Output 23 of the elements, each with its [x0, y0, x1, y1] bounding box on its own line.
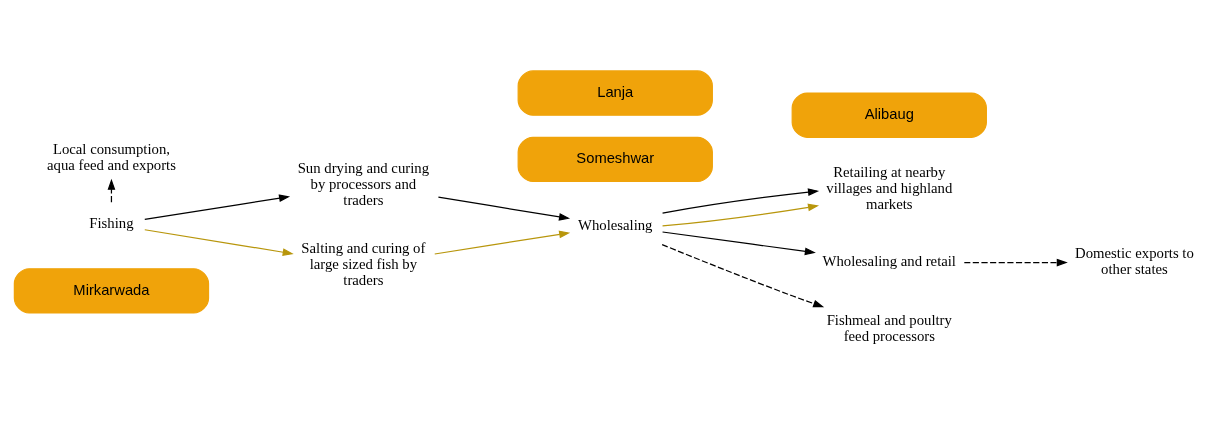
node-text: Retailing at nearby villages and highland markets	[826, 163, 953, 212]
node-text: Domestic exports to other states	[1075, 245, 1194, 278]
node-text: Local consumption, aqua feed and exports	[47, 140, 176, 173]
node-text: Sun drying and curing by processors and traders	[297, 160, 430, 208]
arrow	[661, 203, 820, 227]
node-box: Alibaug	[791, 92, 987, 138]
node-box: Mirkarwada	[13, 268, 210, 314]
node-text: Fishing	[89, 215, 134, 232]
node-box: Someshwar	[517, 136, 713, 183]
node-text: Salting and curing of large sized fish by traders	[301, 239, 426, 288]
node-text: Wholesaling	[578, 216, 653, 233]
arrow	[661, 244, 825, 308]
arrow	[661, 188, 820, 214]
arrow	[144, 194, 291, 221]
node-box: Lanja	[517, 70, 713, 116]
arrow	[437, 196, 571, 221]
arrow	[661, 231, 816, 256]
arrow	[963, 258, 1068, 267]
node-text: Fishmeal and poultry feed processors	[826, 311, 952, 344]
arrow	[434, 230, 571, 255]
arrow	[107, 178, 116, 203]
node-text: Wholesaling and retail	[822, 253, 956, 270]
arrow	[144, 229, 294, 256]
